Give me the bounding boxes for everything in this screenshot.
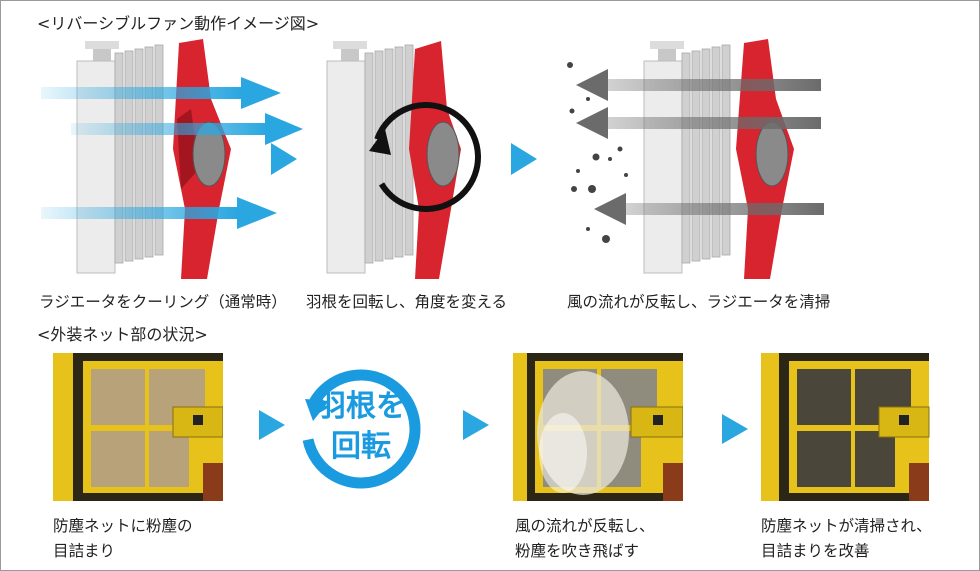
section2-title: <外装ネット部の状況>	[37, 325, 208, 344]
caption-clogged-line1: 防塵ネットに粉塵の	[53, 517, 193, 535]
caption-rotate: 羽根を回転し、角度を変える	[306, 293, 508, 311]
caption-cleaned-line1: 防塵ネットが清掃され、	[761, 517, 932, 535]
dust-particles	[567, 62, 628, 243]
rotate-label: 羽根を 回転	[301, 387, 421, 467]
airflow-arrows	[41, 77, 303, 229]
step-arrow-1	[271, 143, 297, 175]
caption-clogged-line2: 目詰まり	[53, 542, 116, 560]
rotate-label-line2: 回転	[331, 429, 391, 464]
step-arrow-5	[722, 414, 748, 444]
photo-clogged-net	[53, 353, 223, 501]
fan-figure-rotate	[326, 41, 481, 279]
fan-figure-reverse	[567, 39, 824, 279]
reverse-airflow-arrows	[576, 69, 824, 225]
step-arrow-3	[259, 410, 285, 440]
rotate-circle	[301, 369, 421, 489]
step-arrow-4	[463, 410, 489, 440]
caption-cooling: ラジエータをクーリング（通常時）	[39, 293, 287, 311]
caption-blowing: 風の流れが反転し、 粉塵を吹き飛ばす	[515, 514, 655, 564]
fan-figure-cooling	[41, 39, 303, 279]
caption-reverse: 風の流れが反転し、ラジエータを清掃	[567, 293, 831, 311]
caption-clogged: 防塵ネットに粉塵の 目詰まり	[53, 514, 193, 564]
caption-blowing-line2: 粉塵を吹き飛ばす	[515, 542, 640, 560]
caption-cleaned-line2: 目詰まりを改善	[761, 542, 870, 560]
step-arrow-2	[511, 143, 537, 175]
caption-cleaned: 防塵ネットが清掃され、 目詰まりを改善	[761, 514, 932, 564]
caption-blowing-line1: 風の流れが反転し、	[515, 517, 655, 535]
photo-cleaned-net	[761, 353, 930, 501]
rotate-label-line1: 羽根を	[316, 389, 406, 424]
section1-title: <リバーシブルファン動作イメージ図>	[37, 14, 320, 33]
photo-dust-blowing	[513, 353, 683, 501]
